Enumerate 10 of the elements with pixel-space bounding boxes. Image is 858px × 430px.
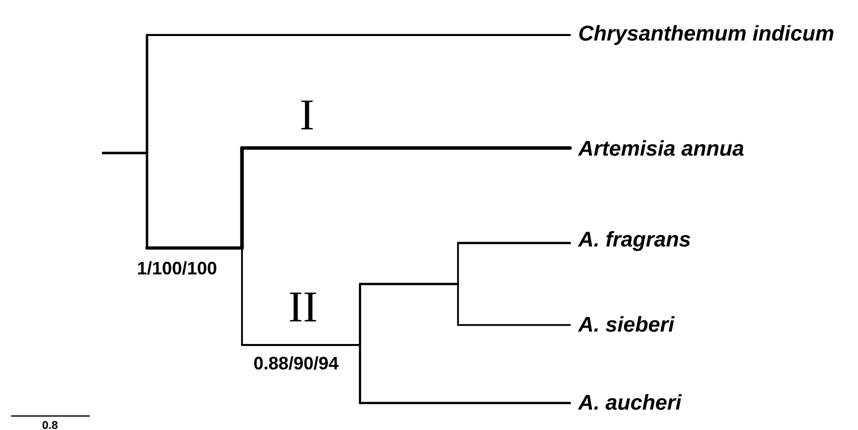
taxon-label: A. fragrans (578, 231, 690, 251)
clade-numeral: I (301, 100, 313, 130)
support-value: 1/100/100 (138, 261, 216, 275)
taxon-label: Chrysanthemum indicum (579, 25, 834, 45)
support-value: 0.88/90/94 (254, 356, 338, 370)
clade-numeral: II (290, 292, 316, 322)
scale-value: 0.8 (42, 421, 58, 429)
taxon-label: A. aucheri (578, 394, 682, 410)
taxon-label: A. sieberi (578, 316, 675, 332)
taxon-label: Artemisia annua (578, 140, 744, 156)
